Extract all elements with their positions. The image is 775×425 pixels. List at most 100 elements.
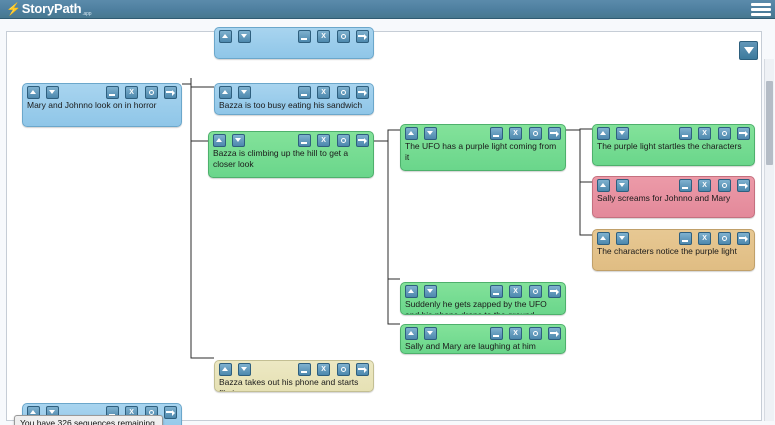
- move-up-button[interactable]: [405, 327, 418, 340]
- settings-button[interactable]: [717, 127, 731, 140]
- node-reorder-buttons: [405, 285, 439, 303]
- move-down-button[interactable]: [238, 363, 252, 376]
- story-node[interactable]: X Mary and Johnno look on in horror: [22, 83, 182, 127]
- move-down-button[interactable]: [238, 30, 252, 43]
- settings-button[interactable]: [528, 127, 542, 140]
- delete-button[interactable]: X: [317, 134, 331, 147]
- story-canvas-workspace[interactable]: X X Mary and Johnno look on in horror: [0, 19, 775, 425]
- story-node[interactable]: X Sally and Mary are laughing at him: [400, 324, 566, 354]
- collapse-button[interactable]: [297, 363, 311, 376]
- settings-button[interactable]: [336, 30, 350, 43]
- next-button[interactable]: [737, 232, 750, 245]
- settings-button[interactable]: [336, 86, 350, 99]
- canvas-collapse-toggle[interactable]: [739, 41, 758, 60]
- node-text: Sally and Mary are laughing at him: [405, 341, 536, 351]
- story-node[interactable]: X The UFO has a purple light coming from…: [400, 124, 566, 171]
- story-node[interactable]: X Sally screams for Johnno and Mary: [592, 176, 755, 218]
- next-button[interactable]: [548, 285, 561, 298]
- settings-button[interactable]: [336, 134, 350, 147]
- story-node[interactable]: X: [214, 27, 374, 59]
- delete-button[interactable]: X: [317, 86, 331, 99]
- move-up-button[interactable]: [597, 179, 610, 192]
- settings-button[interactable]: [717, 232, 731, 245]
- collapse-button[interactable]: [489, 285, 503, 298]
- node-action-buttons: X: [678, 127, 752, 145]
- move-down-button[interactable]: [616, 179, 630, 192]
- collapse-button[interactable]: [297, 30, 311, 43]
- move-up-button[interactable]: [405, 285, 418, 298]
- node-toolbar: X: [593, 177, 754, 193]
- delete-button[interactable]: X: [317, 363, 331, 376]
- delete-button[interactable]: X: [509, 285, 523, 298]
- move-up-button[interactable]: [597, 127, 610, 140]
- delete-button[interactable]: X: [698, 179, 712, 192]
- bolt-icon: ⚡: [6, 2, 21, 16]
- collapse-button[interactable]: [297, 86, 311, 99]
- next-button[interactable]: [548, 127, 561, 140]
- next-button[interactable]: [548, 327, 561, 340]
- story-node[interactable]: X The characters notice the purple light: [592, 229, 755, 271]
- move-down-button[interactable]: [424, 327, 438, 340]
- node-action-buttons: X: [489, 127, 563, 145]
- collapse-button[interactable]: [105, 86, 119, 99]
- move-down-button[interactable]: [424, 285, 438, 298]
- move-up-button[interactable]: [597, 232, 610, 245]
- node-text: The purple light startles the characters: [597, 141, 742, 151]
- app-brand-suffix: .app: [82, 11, 92, 17]
- settings-button[interactable]: [336, 363, 350, 376]
- hamburger-bar: [751, 3, 771, 6]
- move-up-button[interactable]: [219, 86, 232, 99]
- move-down-button[interactable]: [232, 134, 246, 147]
- next-button[interactable]: [356, 134, 369, 147]
- collapse-button[interactable]: [297, 134, 311, 147]
- collapse-button[interactable]: [678, 232, 692, 245]
- collapse-button[interactable]: [678, 127, 692, 140]
- hamburger-menu-icon[interactable]: [751, 2, 771, 17]
- move-up-button[interactable]: [219, 30, 232, 43]
- next-button[interactable]: [356, 86, 369, 99]
- delete-button[interactable]: X: [509, 327, 523, 340]
- delete-button[interactable]: X: [509, 127, 523, 140]
- story-node[interactable]: X Bazza is climbing up the hill to get a…: [208, 131, 374, 178]
- node-toolbar: X: [215, 84, 373, 100]
- next-button[interactable]: [737, 179, 750, 192]
- next-button[interactable]: [164, 86, 177, 99]
- node-action-buttons: X: [297, 134, 371, 152]
- move-down-button[interactable]: [46, 86, 60, 99]
- next-button[interactable]: [356, 363, 369, 376]
- scrollbar-thumb[interactable]: [766, 81, 773, 165]
- move-up-button[interactable]: [27, 86, 40, 99]
- move-up-button[interactable]: [405, 127, 418, 140]
- settings-button[interactable]: [717, 179, 731, 192]
- story-node[interactable]: X Suddenly he gets zapped by the UFO and…: [400, 282, 566, 315]
- node-text: Bazza is too busy eating his sandwich: [219, 100, 363, 110]
- node-toolbar: X: [401, 325, 565, 341]
- move-up-button[interactable]: [213, 134, 226, 147]
- move-up-button[interactable]: [219, 363, 232, 376]
- app-brand-name: StoryPath: [21, 1, 82, 16]
- delete-button[interactable]: X: [698, 127, 712, 140]
- settings-button[interactable]: [528, 327, 542, 340]
- move-down-button[interactable]: [616, 127, 630, 140]
- delete-button[interactable]: X: [698, 232, 712, 245]
- collapse-button[interactable]: [678, 179, 692, 192]
- delete-button[interactable]: X: [317, 30, 331, 43]
- node-action-buttons: X: [297, 30, 371, 48]
- move-down-button[interactable]: [424, 127, 438, 140]
- move-down-button[interactable]: [238, 86, 252, 99]
- delete-button[interactable]: X: [125, 86, 139, 99]
- vertical-scrollbar[interactable]: [764, 59, 774, 421]
- settings-button[interactable]: [144, 86, 158, 99]
- story-node[interactable]: X The purple light startles the characte…: [592, 124, 755, 166]
- node-text: Suddenly he gets zapped by the UFO and h…: [405, 299, 547, 315]
- collapse-button[interactable]: [489, 127, 503, 140]
- node-action-buttons: X: [489, 327, 563, 345]
- story-node[interactable]: X Bazza takes out his phone and starts f…: [214, 360, 374, 392]
- next-button[interactable]: [164, 406, 177, 419]
- move-down-button[interactable]: [616, 232, 630, 245]
- next-button[interactable]: [356, 30, 369, 43]
- story-node[interactable]: X Bazza is too busy eating his sandwich: [214, 83, 374, 115]
- collapse-button[interactable]: [489, 327, 503, 340]
- settings-button[interactable]: [528, 285, 542, 298]
- next-button[interactable]: [737, 127, 750, 140]
